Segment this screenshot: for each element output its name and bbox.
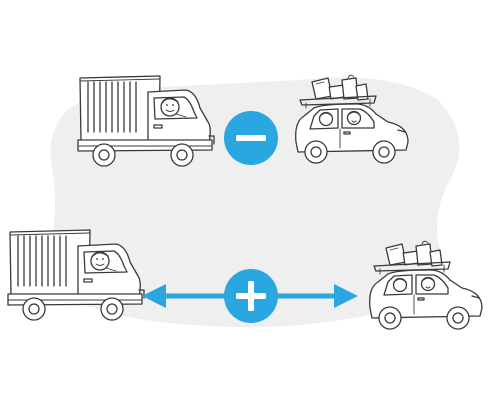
plus-icon: [224, 269, 278, 323]
minus-icon: [224, 111, 278, 165]
